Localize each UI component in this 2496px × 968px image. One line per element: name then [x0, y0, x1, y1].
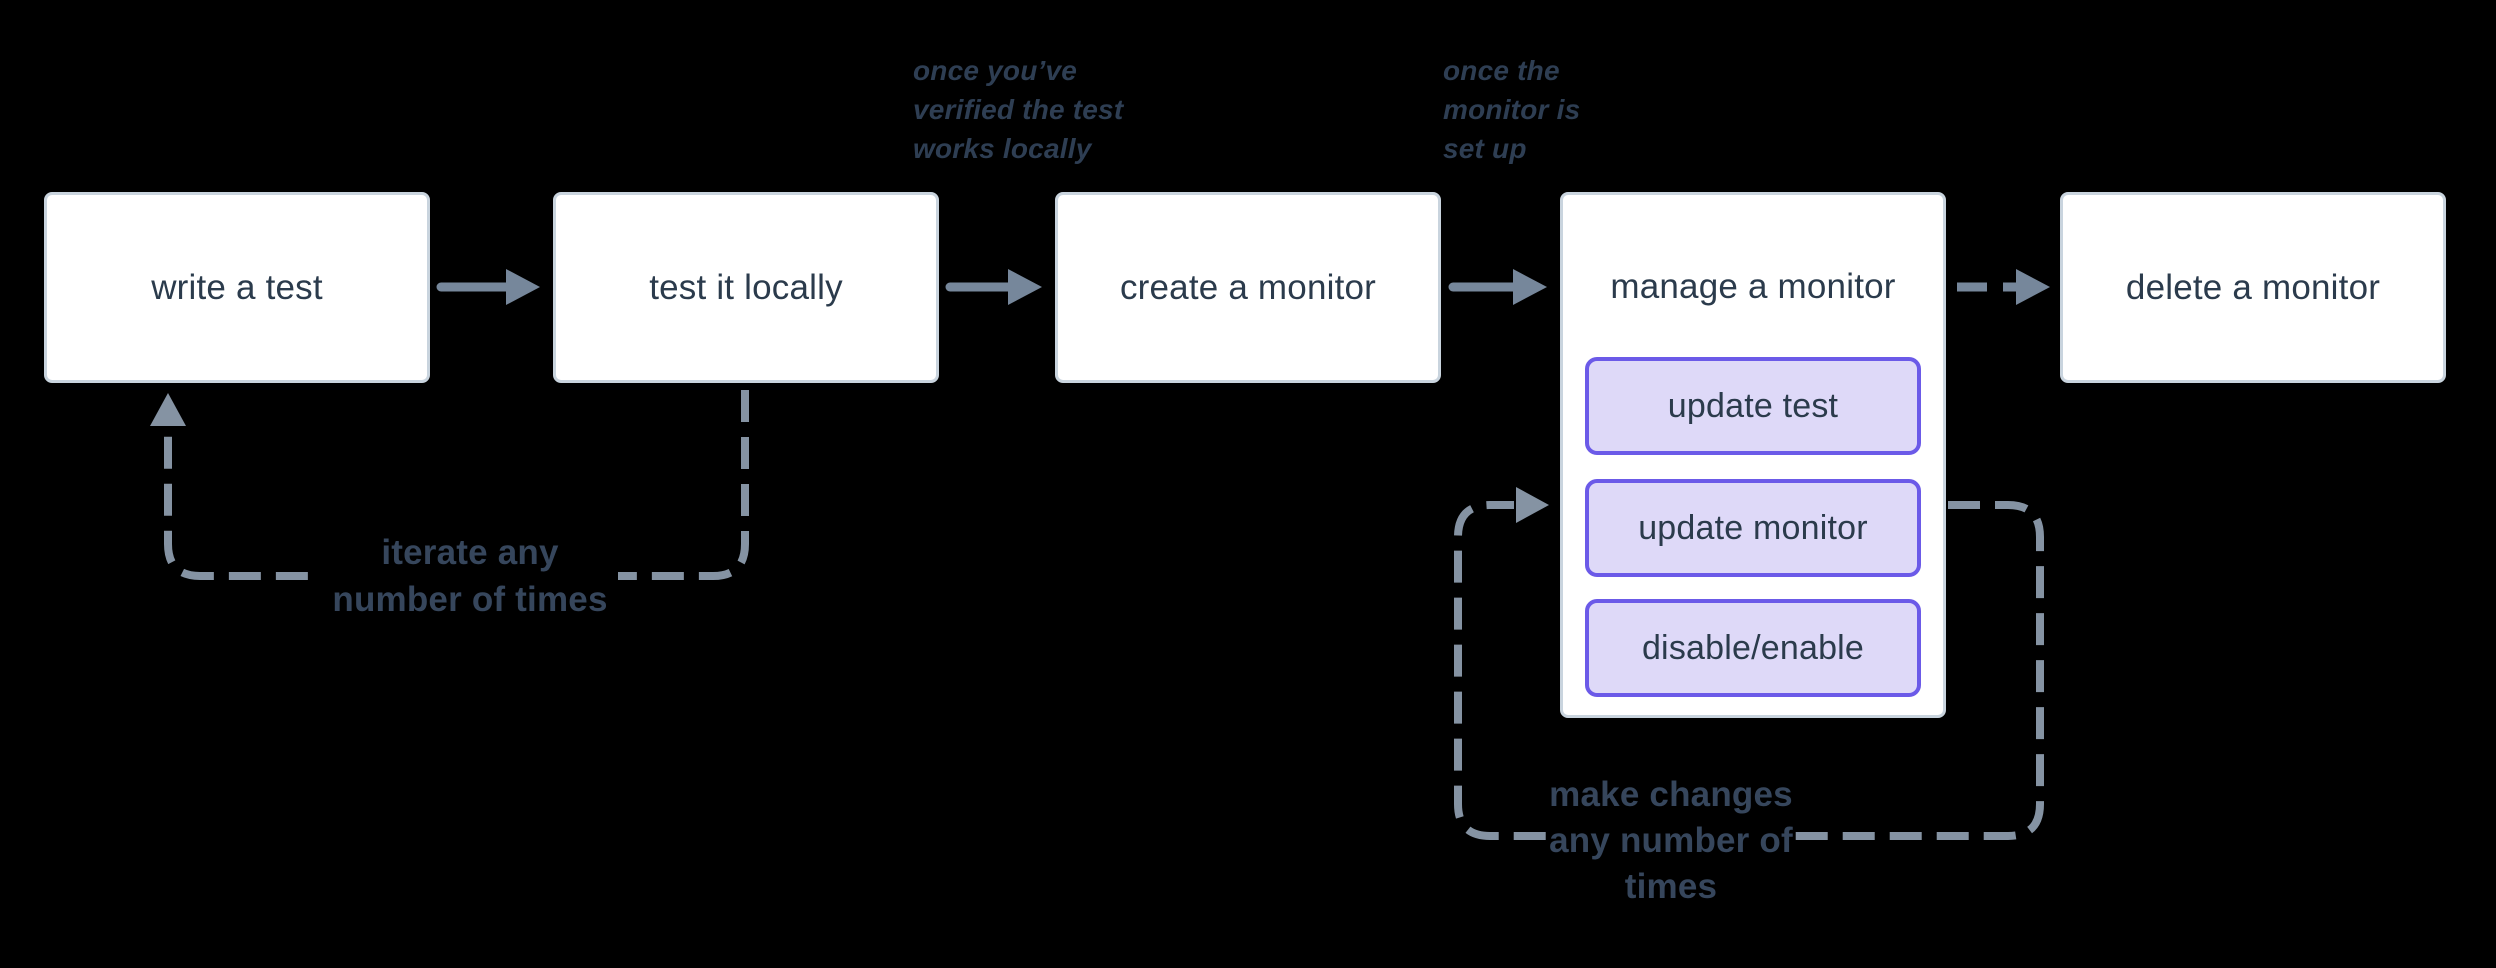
- node-label: delete a monitor: [2125, 267, 2381, 307]
- subaction-update-test: update test: [1585, 357, 1921, 455]
- loop-label-line: number of times: [332, 580, 608, 619]
- annotation-line: monitor is: [1443, 94, 1581, 125]
- node-delete-a-monitor: delete a monitor: [2060, 192, 2446, 383]
- node-create-a-monitor: create a monitor: [1055, 192, 1441, 383]
- node-test-it-locally: test it locally: [553, 192, 939, 383]
- arrow-write-to-test-edge: [436, 269, 540, 305]
- loop-label-line: any number of: [1549, 821, 1793, 860]
- loop-label-iterate: iterate any number of times: [322, 529, 618, 623]
- node-label: test it locally: [649, 267, 843, 307]
- arrow-create-to-manage-edge: [1448, 269, 1547, 305]
- node-manage-a-monitor: manage a monitor update test update moni…: [1560, 192, 1946, 718]
- annotation-line: once you’ve: [913, 55, 1078, 86]
- loop-label-line: make changes: [1549, 775, 1793, 814]
- annotation-line: works locally: [913, 133, 1092, 164]
- node-label: manage a monitor: [1610, 267, 1896, 306]
- annotation-line: verified the test: [913, 94, 1124, 125]
- annotation-line: once the: [1443, 55, 1560, 86]
- subaction-disable-enable: disable/enable: [1585, 599, 1921, 697]
- arrow-test-to-create-edge: [945, 269, 1042, 305]
- subaction-label: update test: [1667, 386, 1839, 425]
- loop-iterate-edge: [150, 390, 749, 580]
- subaction-update-monitor: update monitor: [1585, 479, 1921, 577]
- node-write-a-test: write a test: [44, 192, 430, 383]
- loop-label-make-changes: make changes any number of times: [1548, 772, 1794, 910]
- annotation-line: set up: [1443, 133, 1527, 164]
- loop-label-line: times: [1624, 867, 1718, 906]
- annotation-verified-locally: once you’ve verified the test works loca…: [913, 51, 1123, 168]
- node-label: write a test: [151, 267, 323, 307]
- arrow-manage-to-delete-edge: [1957, 269, 2050, 305]
- loop-label-line: iterate any: [381, 533, 559, 572]
- subaction-label: disable/enable: [1641, 628, 1865, 667]
- node-label: create a monitor: [1119, 267, 1377, 307]
- subaction-label: update monitor: [1638, 508, 1868, 547]
- annotation-monitor-set-up: once the monitor is set up: [1443, 51, 1580, 168]
